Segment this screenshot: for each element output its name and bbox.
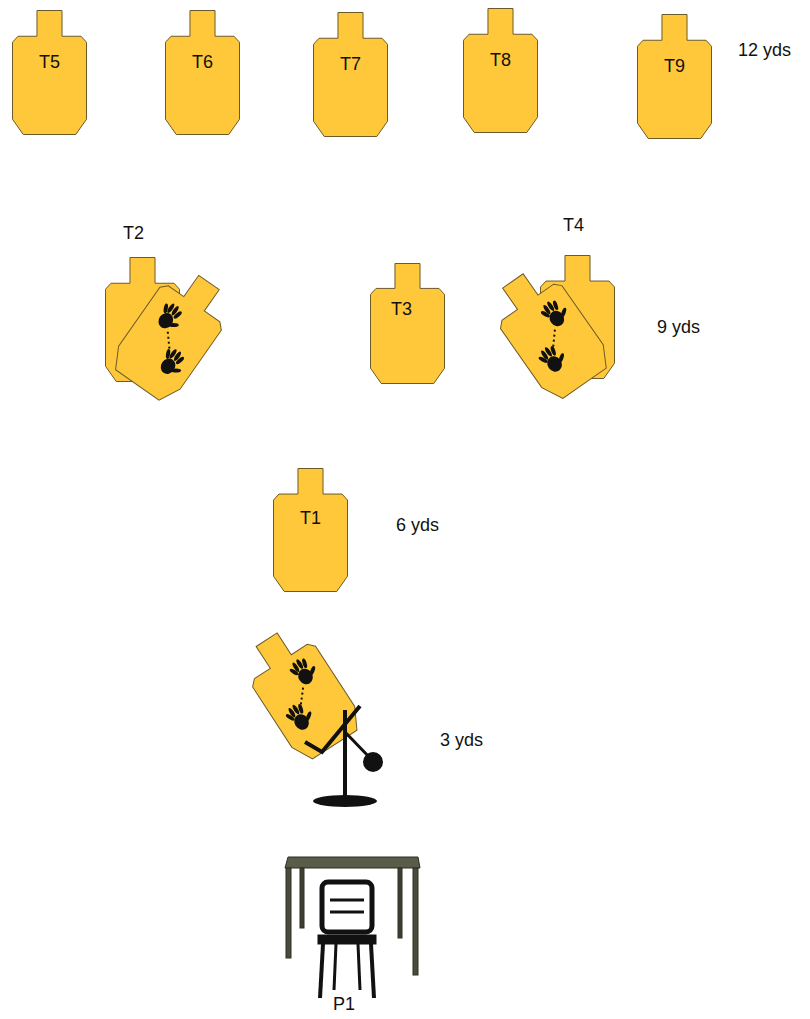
target-label: T9 <box>637 56 712 76</box>
target-shape <box>638 15 712 139</box>
distance-label: 6 yds <box>396 515 439 535</box>
target-label: T7 <box>313 54 388 74</box>
target-outline <box>165 10 240 135</box>
target: T6 <box>165 10 240 135</box>
target-shape <box>314 13 388 137</box>
target: T8 <box>463 8 538 133</box>
target: T5 <box>12 10 87 135</box>
target-label: T5 <box>12 52 87 72</box>
target-shape <box>13 11 87 135</box>
distance-label: 12 yds <box>738 40 791 60</box>
target-label: T8 <box>463 50 538 70</box>
label-text: 12 yds <box>738 40 791 60</box>
label-text: 9 yds <box>657 317 700 337</box>
target-outline <box>463 8 538 133</box>
distance-label: P1 <box>333 994 355 1014</box>
target-label: T4 <box>536 215 611 235</box>
target-outline <box>313 12 388 137</box>
target-label: T1 <box>273 508 348 528</box>
table <box>285 857 420 975</box>
target-outline <box>637 14 712 139</box>
target-label: T2 <box>96 223 171 243</box>
swinger-target <box>235 619 383 807</box>
target-shape <box>166 11 240 135</box>
target-shape <box>371 264 445 384</box>
target-label: T3 <box>364 299 439 319</box>
target-label: T6 <box>165 52 240 72</box>
target: T1 <box>273 468 348 592</box>
target-shape <box>464 9 538 133</box>
label-text: 3 yds <box>440 730 483 750</box>
no-shoot-target <box>107 261 240 406</box>
target-outline <box>370 263 445 384</box>
target-shape <box>274 469 348 592</box>
distance-label: 9 yds <box>657 317 700 337</box>
target-outline <box>12 10 87 135</box>
chair <box>318 882 376 998</box>
target: T7 <box>313 12 388 137</box>
target: T9 <box>637 14 712 139</box>
target: T3 <box>370 263 445 384</box>
label-text: 6 yds <box>396 515 439 535</box>
label-text: P1 <box>333 994 355 1014</box>
target-outline <box>273 468 348 592</box>
no-shoot-target <box>482 259 615 404</box>
distance-label: 3 yds <box>440 730 483 750</box>
